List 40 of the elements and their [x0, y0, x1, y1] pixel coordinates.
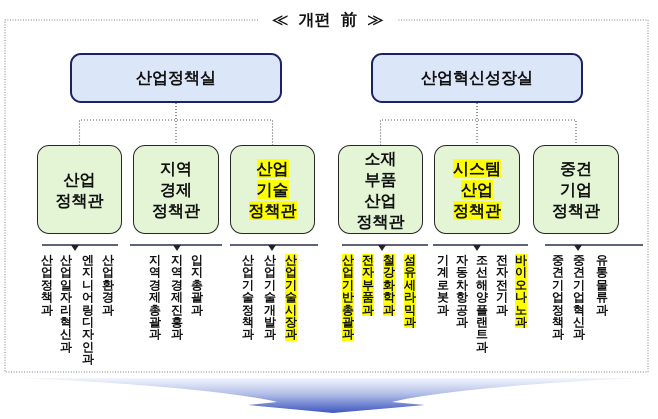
department-label: 자동차항공과 — [456, 254, 468, 328]
department-label: 기계로봇과 — [437, 254, 449, 316]
department-label: 중견기업혁신과 — [573, 254, 585, 341]
bureau-box — [230, 145, 315, 234]
office-title: 산업정책실 — [136, 68, 216, 86]
office-box — [70, 53, 282, 103]
bureau-title: 지역 경제 정책관 — [151, 158, 201, 221]
bureau-box — [37, 145, 122, 234]
department-label: 산업기술개발과 — [264, 254, 276, 341]
department-label: 유통물류과 — [596, 254, 608, 316]
department-label: 산업일자리혁신과 — [60, 254, 72, 354]
department-label: 전자부품과 — [362, 254, 374, 316]
department-label: 산업기술정책과 — [242, 254, 254, 341]
department-label: 입지총괄과 — [191, 254, 203, 316]
department-label: 엔지니어링디자인과 — [82, 254, 94, 366]
office-title: 산업혁신성장실 — [421, 68, 533, 86]
department-label: 산업환경과 — [102, 254, 114, 316]
department-label: 조선해양플랜트과 — [476, 254, 488, 354]
bureau-box — [133, 145, 219, 234]
department-label: 바이오나노과 — [515, 254, 527, 328]
department-label: 산업기반총괄과 — [342, 254, 354, 341]
bureau-title: 산업 정책관 — [54, 168, 104, 210]
office-box — [371, 53, 583, 103]
department-label: 전자전기과 — [496, 254, 508, 316]
bureau-title: 소재 부품 산업 정책관 — [356, 148, 406, 232]
diagram-title: ≪ 개편 前 ≫ — [272, 10, 384, 30]
bureau-title: 중견 기업 정책관 — [551, 158, 601, 221]
bureau-box — [338, 145, 423, 234]
bureau-box — [533, 145, 619, 234]
bureau-box — [434, 145, 520, 234]
department-label: 지역경제진흥과 — [171, 254, 183, 341]
department-label: 중견기업정책과 — [552, 254, 564, 341]
department-label: 섬유세라믹과 — [404, 254, 416, 328]
bureau-title: 시스템 산업 정책관 — [452, 158, 502, 221]
connector-line — [476, 103, 577, 145]
department-label: 산업정책과 — [41, 254, 53, 316]
department-label: 산업기술시장과 — [285, 254, 297, 341]
department-label: 지역경제총괄과 — [149, 254, 161, 341]
department-label: 철강화학과 — [383, 254, 395, 316]
connector-line — [175, 103, 274, 145]
